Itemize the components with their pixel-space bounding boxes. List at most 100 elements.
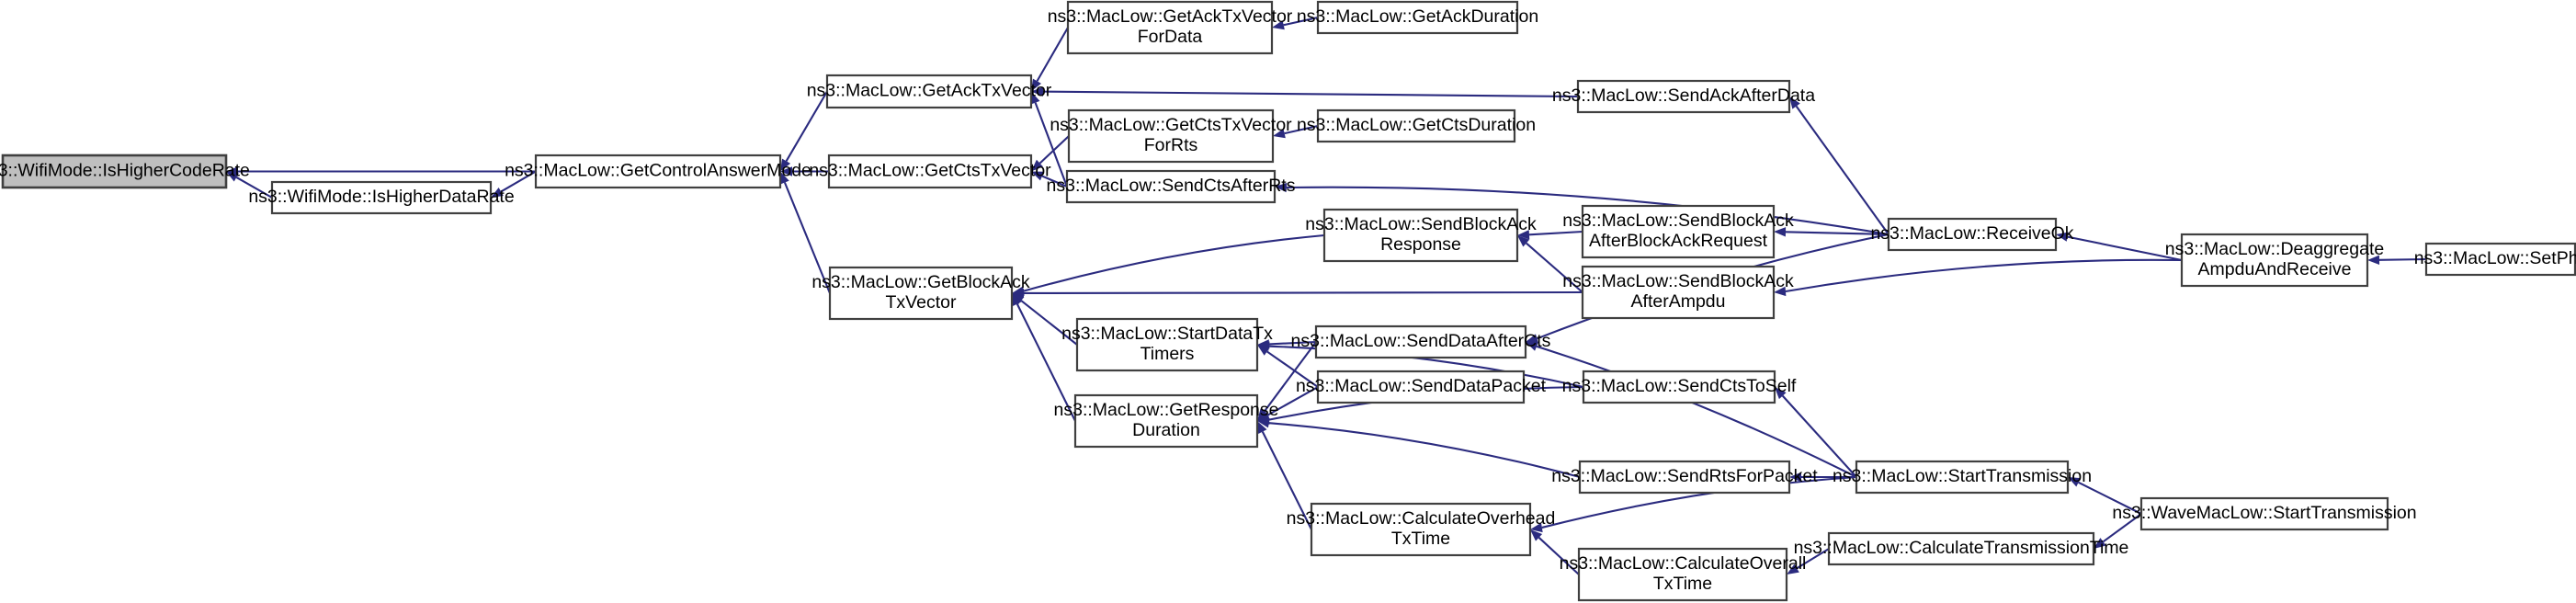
edge-arrowhead (1257, 341, 1270, 351)
graph-node-getCtsDuration[interactable]: ns3::MacLow::GetCtsDuration (1297, 108, 1536, 143)
node-box-sendDataAfterCts[interactable] (1314, 324, 1527, 359)
node-box-waveStartTransmission[interactable] (2139, 496, 2389, 531)
graph-node-receiveOk[interactable]: ns3::MacLow::ReceiveOk (1870, 217, 2074, 252)
edge-arrowhead (1031, 171, 1044, 181)
edge-line (2067, 235, 2183, 262)
graph-edge-sendBlockAckResponse-to-getBlockAckTxVector (1012, 233, 1325, 296)
graph-edge-calculateOverallTxTime-to-calculateOverheadTxTime (1530, 529, 1580, 575)
edge-arrowhead (1030, 91, 1040, 105)
node-box-getBlockAckTxVector[interactable] (828, 266, 1014, 321)
edge-arrowhead (1517, 235, 1530, 247)
graph-edge-getControlAnswerMode-to-isHigherDataRate (491, 170, 537, 198)
edge-line (1284, 124, 1319, 135)
node-box-isHigherCodeRate[interactable] (1, 154, 228, 189)
node-box-calculateOverallTxTime[interactable] (1577, 547, 1788, 602)
graph-node-getAckTxVector[interactable]: ns3::MacLow::GetAckTxVector (807, 74, 1052, 109)
node-box-getCtsTxVector[interactable] (827, 154, 1033, 189)
node-box-calculateTransmissionTime[interactable] (1827, 531, 2095, 566)
graph-node-calculateTransmissionTime[interactable]: ns3::MacLow::CalculateTransmissionTime (1794, 531, 2129, 566)
node-box-sendDataPacket[interactable] (1316, 370, 1526, 404)
node-box-startDataTxTimers[interactable] (1075, 317, 1259, 372)
graph-node-getAckDuration[interactable]: ns3::MacLow::GetAckDuration (1297, 0, 1538, 35)
edge-line (2378, 257, 2427, 261)
graph-edge-calculateOverheadTxTime-to-getResponseDuration (1257, 421, 1312, 530)
graph-edge-calculateTransmissionTime-to-calculateOverallTxTime (1787, 548, 1830, 575)
graph-edge-startDataTxTimers-to-getBlockAckTxVector (1012, 293, 1078, 346)
graph-node-getControlAnswerMode[interactable]: ns3::MacLow::GetControlAnswerMode (505, 154, 811, 189)
graph-node-sendAckAfterData[interactable]: ns3::MacLow::SendAckAfterData (1552, 79, 1815, 114)
edge-line (1020, 300, 1078, 346)
node-box-getCtsTxVectorForRts[interactable] (1067, 108, 1275, 164)
edge-arrowhead (1774, 286, 1787, 297)
edge-line (1785, 258, 2183, 293)
node-box-getResponseDuration[interactable] (1073, 393, 1259, 449)
node-box-receiveOk[interactable] (1887, 217, 2058, 252)
node-box-sendRtsForPacket[interactable] (1578, 460, 1791, 495)
graph-node-sendRtsForPacket[interactable]: ns3::MacLow::SendRtsForPacket (1551, 460, 1818, 495)
graph-node-sendCtsToSelf[interactable]: ns3::MacLow::SendCtsToSelf (1562, 370, 1797, 404)
graph-edge-getCtsDuration-to-getCtsTxVectorForRts (1273, 124, 1319, 139)
graph-node-sendCtsAfterRts[interactable]: ns3::MacLow::SendCtsAfterRts (1047, 169, 1296, 204)
node-box-getAckTxVector[interactable] (825, 74, 1033, 109)
node-box-getCtsDuration[interactable] (1316, 108, 1516, 143)
node-box-isHigherDataRate[interactable] (270, 180, 493, 215)
node-box-sendBlockAckAfterAmpdu[interactable] (1581, 265, 1776, 320)
edge-arrowhead (1273, 129, 1286, 139)
edge-line (1023, 233, 1325, 292)
graph-node-waveStartTransmission[interactable]: ns3::WaveMacLow::StartTransmission (2112, 496, 2417, 531)
node-box-sendCtsToSelf[interactable] (1582, 370, 1776, 404)
graph-node-startTransmission[interactable]: ns3::MacLow::StartTransmission (1833, 460, 2092, 495)
graph-node-isHigherDataRate[interactable]: ns3::WifiMode::IsHigherDataRate (248, 180, 515, 215)
node-box-sendCtsAfterRts[interactable] (1065, 169, 1277, 204)
graph-edge-getAckDuration-to-getAckTxVectorForData (1272, 16, 1319, 30)
node-box-deaggregateAmpduAndReceive[interactable] (2180, 233, 2369, 288)
edge-line (1263, 341, 1317, 413)
node-box-getControlAnswerMode[interactable] (534, 154, 782, 189)
edge-line (1036, 27, 1069, 82)
edge-line (2078, 481, 2142, 515)
edge-line (783, 182, 831, 294)
graph-edge-sendAckAfterData-to-getAckTxVector (1031, 86, 1579, 98)
node-box-sendAckAfterData[interactable] (1576, 79, 1791, 114)
node-box-getAckDuration[interactable] (1316, 0, 1519, 35)
node-box-getAckTxVectorForData[interactable] (1066, 0, 1274, 55)
graph-node-isHigherCodeRate[interactable]: ns3::WifiMode::IsHigherCodeRate (0, 154, 250, 189)
edge-line (1536, 345, 1857, 478)
edge-arrowhead (1775, 387, 1787, 400)
edge-arrowhead (780, 166, 792, 176)
node-box-sendBlockAckAfterBlockAckRequest[interactable] (1581, 204, 1776, 259)
node-box-sendBlockAckResponse[interactable] (1322, 208, 1519, 263)
node-box-calculateOverheadTxTime[interactable] (1310, 502, 1532, 557)
edge-arrowhead (1012, 293, 1022, 306)
edge-arrowhead (1031, 86, 1044, 97)
edge-line (785, 90, 828, 162)
edge-line (1016, 303, 1076, 422)
node-box-setPhy[interactable] (2424, 242, 2576, 277)
edge-arrowhead (491, 187, 504, 198)
edge-arrowhead (1526, 334, 1538, 344)
graph-node-sendDataPacket[interactable]: ns3::MacLow::SendDataPacket (1296, 370, 1547, 404)
graph-edge-deaggregateAmpduAndReceive-to-sendBlockAckAfterAmpdu (1774, 258, 2183, 297)
node-box-startTransmission[interactable] (1855, 460, 2070, 495)
edge-arrowhead (1530, 529, 1543, 541)
graph-edge-sendDataAfterCts-to-getResponseDuration (1257, 341, 1317, 421)
graph-edge-receiveOk-to-sendAckAfterData (1789, 97, 1889, 235)
edge-arrowhead (1257, 421, 1267, 434)
graph-node-setPhy[interactable]: ns3::MacLow::SetPhy (2414, 242, 2576, 277)
graph-node-getCtsTxVector[interactable]: ns3::MacLow::GetCtsTxVector (809, 154, 1051, 189)
graph-edge-sendBlockAckAfterAmpdu-to-getBlockAckTxVector (1012, 288, 1583, 299)
graph-node-sendDataAfterCts[interactable]: ns3::MacLow::SendDataAfterCts (1291, 324, 1551, 359)
graph-edge-waveStartTransmission-to-calculateTransmissionTime (2094, 513, 2142, 549)
